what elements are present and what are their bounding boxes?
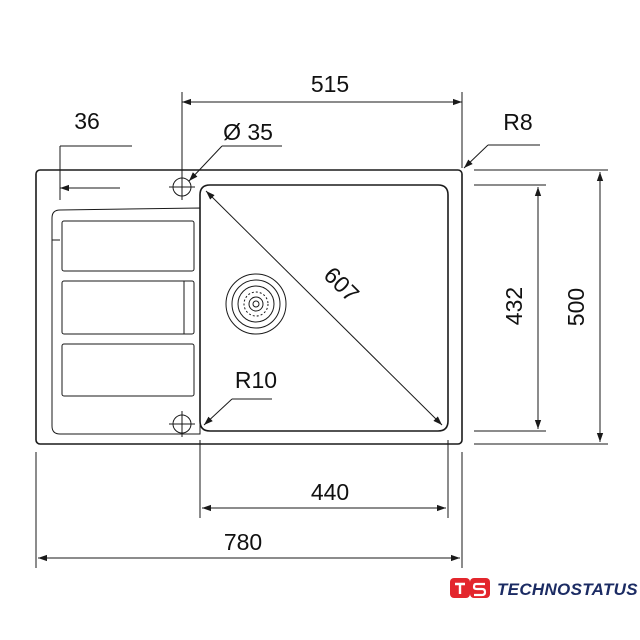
tap-hole-bottom [169, 411, 195, 437]
dim-500-label: 500 [563, 288, 589, 326]
dim-tap-diameter-label: Ø 35 [223, 119, 273, 145]
dim-515: 515 [181, 71, 463, 178]
dim-780-label: 780 [224, 529, 262, 555]
technostatus-logo: TECHNOSTATUS [450, 578, 638, 599]
brand-name: TECHNOSTATUS [497, 580, 638, 599]
dim-515-label: 515 [311, 71, 349, 97]
dim-r10: R10 [203, 367, 277, 426]
sink-bowl [199, 184, 449, 432]
dim-36: 36 [59, 108, 132, 200]
drain-strainer [225, 273, 287, 335]
dim-432-label: 432 [501, 287, 527, 325]
dim-432: 432 [474, 184, 546, 432]
drainboard [51, 207, 201, 435]
dim-440: 440 [199, 440, 449, 518]
dim-r8-label: R8 [503, 109, 532, 135]
dim-607-label: 607 [319, 262, 365, 307]
dim-36-label: 36 [74, 108, 100, 134]
dim-780: 780 [35, 452, 463, 568]
dim-tap-diameter: Ø 35 [188, 119, 282, 182]
dim-440-label: 440 [311, 479, 349, 505]
sink-outline [35, 169, 463, 445]
tap-hole-top [169, 174, 195, 200]
technostatus-logo-icon [450, 578, 490, 598]
dim-r8: R8 [463, 109, 540, 169]
dim-500: 500 [474, 169, 608, 445]
dim-r10-label: R10 [235, 367, 277, 393]
